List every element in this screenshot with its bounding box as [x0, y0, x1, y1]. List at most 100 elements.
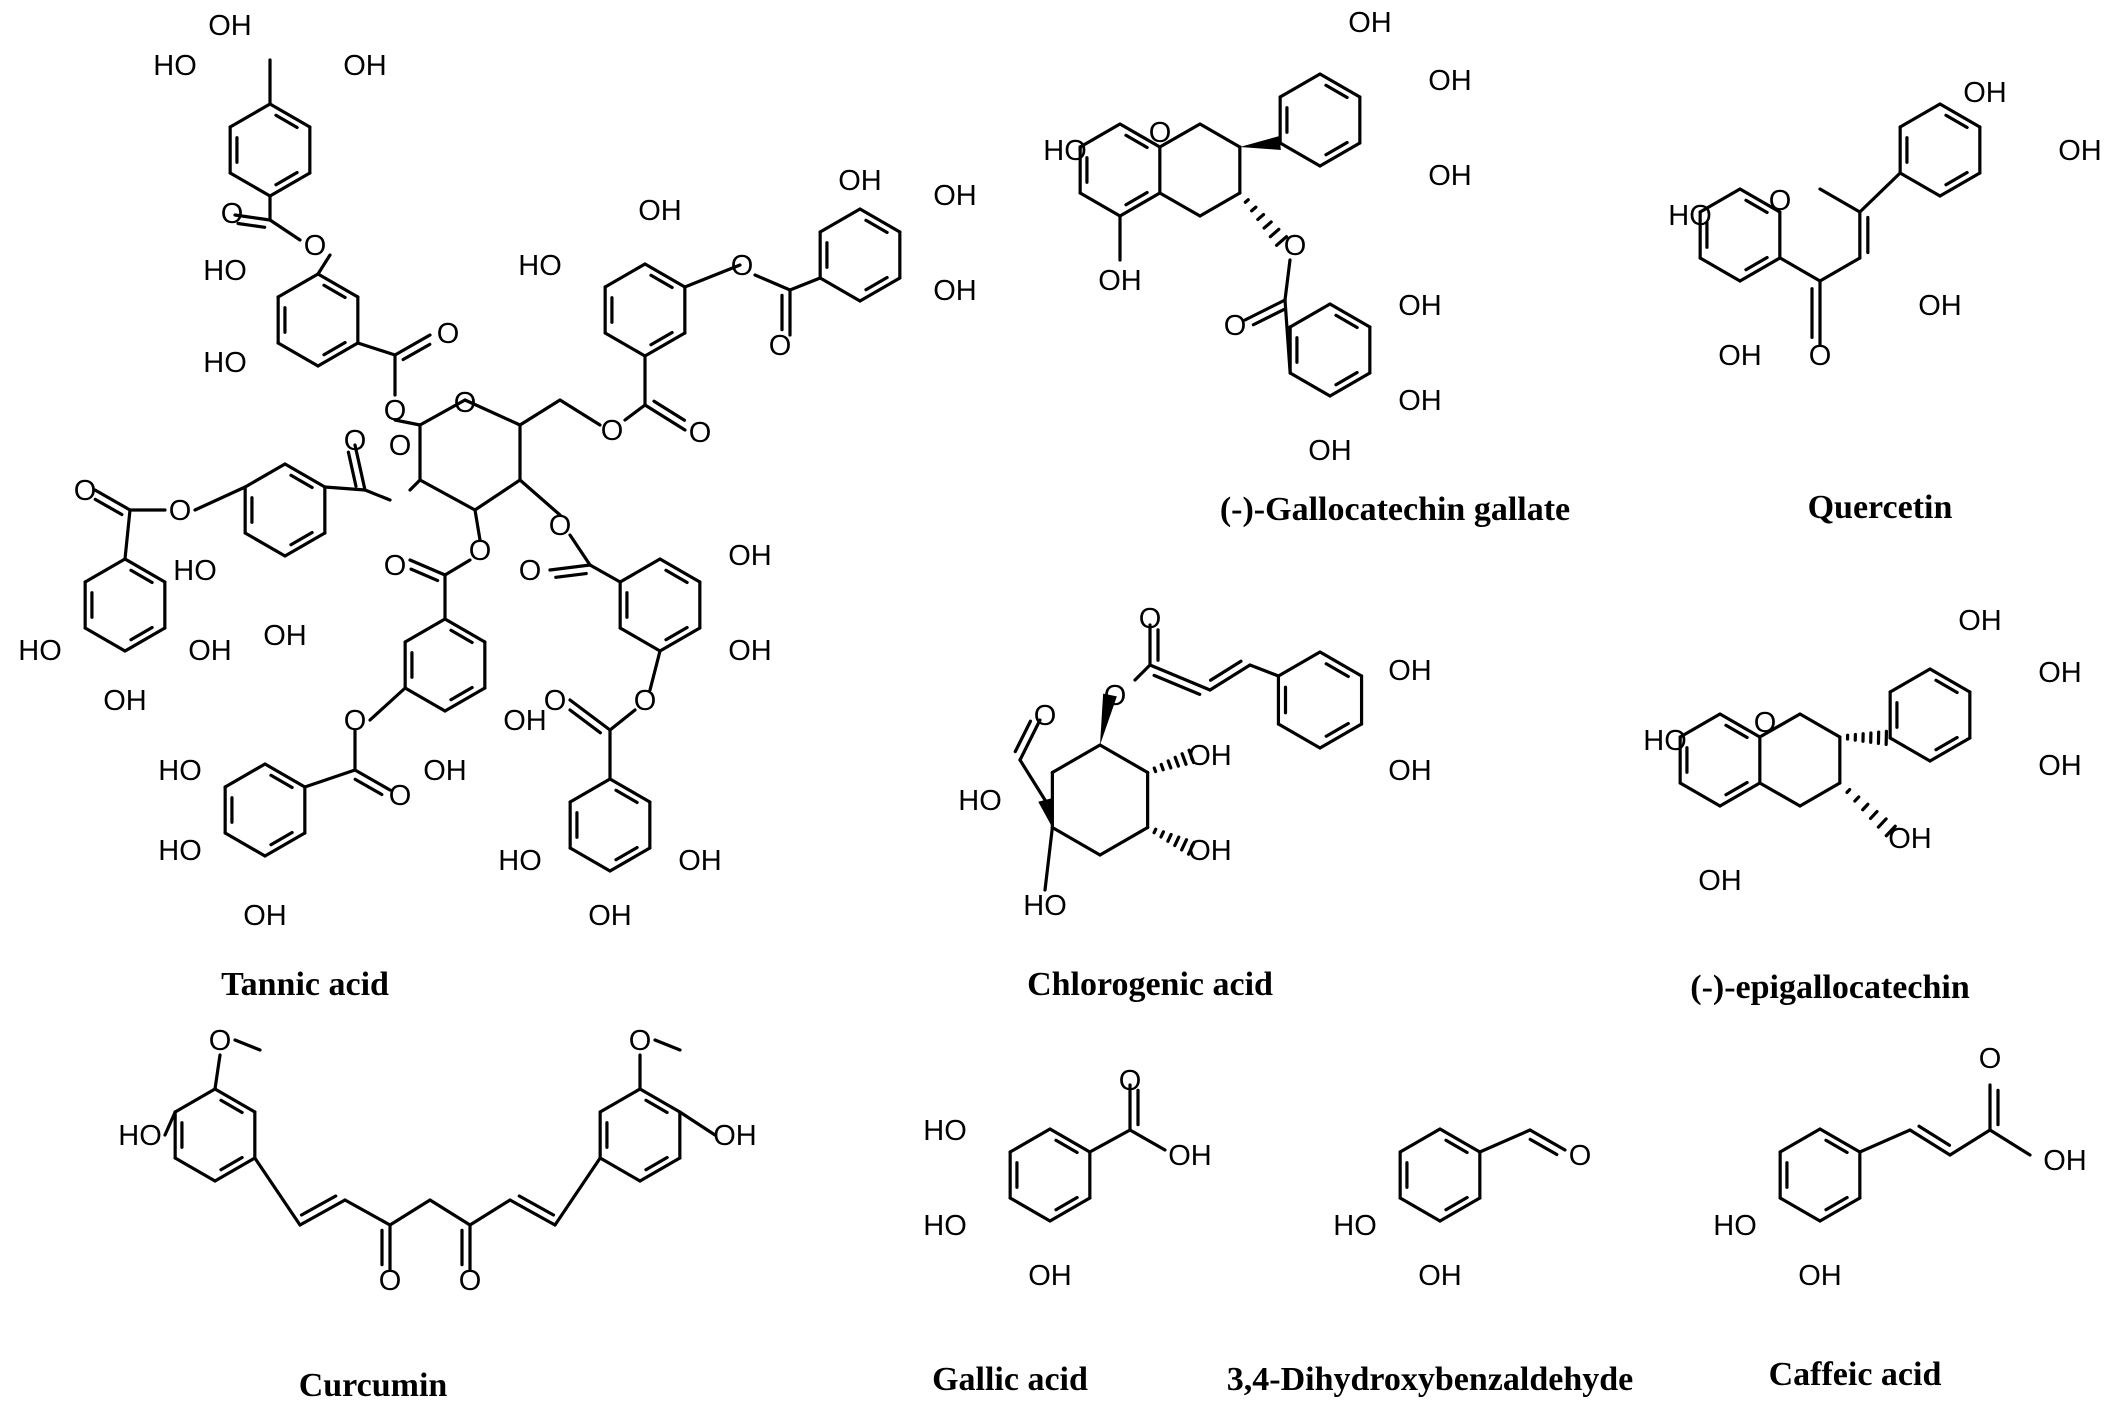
bond	[1818, 1127, 1862, 1154]
bond	[243, 462, 287, 489]
bond	[449, 628, 474, 645]
bond	[653, 1038, 682, 1052]
bond	[1158, 191, 1202, 218]
bond	[322, 340, 347, 357]
atom-label: O	[1149, 117, 1172, 149]
bond	[289, 530, 314, 547]
bond	[1324, 83, 1349, 100]
bond	[1043, 825, 1054, 892]
bond	[1318, 722, 1364, 750]
atom-label: OH	[1718, 340, 1762, 372]
bond	[1858, 1128, 1912, 1154]
bond	[1798, 712, 1842, 739]
bond	[83, 626, 127, 653]
bond	[1444, 1195, 1469, 1212]
bond	[1274, 235, 1289, 247]
bond	[356, 341, 397, 357]
compound-names: Tannic acid (-)-Gallocatechin gallate Qu…	[221, 489, 1970, 1404]
bond	[1118, 122, 1162, 149]
atom-label: HO	[958, 785, 1002, 817]
bond	[553, 1156, 602, 1227]
bond	[643, 331, 687, 358]
name-dihydroxybenzaldehyde: 3,4-Dihydroxybenzaldehyde	[1227, 1361, 1633, 1398]
bond	[123, 508, 132, 561]
bond	[638, 1087, 682, 1114]
bond	[163, 1110, 177, 1137]
atom-label: OH	[728, 540, 772, 572]
bond	[1724, 780, 1749, 797]
bond	[1078, 191, 1122, 218]
bond	[473, 478, 522, 512]
bond	[598, 1156, 642, 1183]
bond	[1778, 1196, 1822, 1223]
atom-label: OH	[263, 620, 307, 652]
atom-label: OH	[1428, 160, 1472, 192]
bond	[1438, 1196, 1482, 1223]
bond	[283, 462, 327, 489]
bond	[1208, 659, 1243, 682]
atom-label: O	[344, 425, 367, 457]
atom-label: OH	[1418, 1260, 1462, 1292]
bond	[268, 171, 312, 198]
bond	[1018, 758, 1047, 802]
bond	[276, 272, 320, 299]
name-gallocatechin-gallate: (-)-Gallocatechin gallate	[1220, 491, 1570, 528]
atom-label: O	[731, 250, 754, 282]
atom-label: O	[1809, 340, 1832, 372]
bond	[1861, 802, 1870, 812]
bond	[473, 508, 482, 542]
bond	[1718, 712, 1762, 739]
bond	[129, 568, 154, 585]
bond	[1318, 650, 1364, 678]
bond	[276, 341, 320, 368]
atom-label: OH	[1798, 1260, 1842, 1292]
bond	[219, 1155, 244, 1172]
bond	[1938, 102, 1982, 129]
bond	[608, 708, 637, 732]
bond	[603, 331, 647, 358]
atom-label: OH	[2043, 1145, 2087, 1177]
bond	[1738, 187, 1782, 214]
bond	[1908, 1128, 1952, 1157]
bond	[658, 626, 702, 653]
name-curcumin: Curcumin	[299, 1367, 448, 1404]
bond	[443, 617, 487, 644]
wedge-bond	[1038, 798, 1053, 828]
bond	[1159, 762, 1165, 772]
atom-label: O	[1754, 707, 1777, 739]
bond	[1124, 133, 1149, 150]
bond	[818, 276, 862, 303]
bond	[236, 221, 267, 229]
bond	[253, 1156, 302, 1227]
bond	[243, 531, 287, 558]
bond	[1048, 1127, 1092, 1154]
atom-label: HO	[18, 635, 62, 667]
atom-label: O	[1139, 603, 1162, 635]
bond	[1818, 1196, 1862, 1223]
bond	[598, 1087, 642, 1114]
bond	[1818, 187, 1862, 214]
bond	[123, 557, 167, 584]
atom-label: O	[769, 330, 792, 362]
atom-label: HO	[1023, 890, 1067, 922]
bond	[554, 571, 588, 579]
wedge-bond	[1100, 693, 1117, 745]
bond	[648, 649, 662, 692]
bond	[1324, 662, 1350, 679]
bond	[353, 768, 392, 792]
atom-label: OH	[1098, 265, 1142, 297]
bond	[269, 773, 294, 790]
bond	[1256, 212, 1266, 222]
atom-label: HO	[923, 1115, 967, 1147]
atom-label: OH	[1698, 865, 1742, 897]
bond	[1078, 122, 1122, 149]
bond	[1249, 205, 1258, 213]
bond	[614, 845, 639, 862]
atom-label: OH	[1188, 835, 1232, 867]
atom-label: OH	[1348, 7, 1392, 39]
